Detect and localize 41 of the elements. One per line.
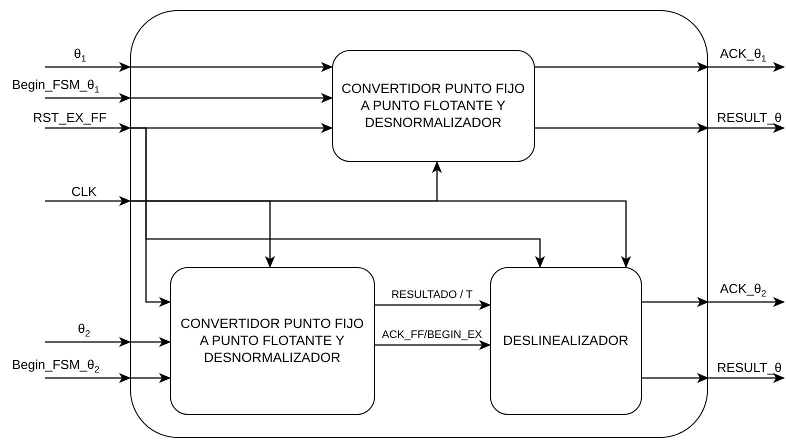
signal-arrow	[535, 123, 709, 133]
block-title: DESLINEALIZADOR	[502, 332, 630, 350]
signal-arrow	[708, 62, 785, 72]
signal-label: RESULTADO / T	[391, 288, 473, 303]
signal-arrow	[130, 62, 333, 72]
system-boundary	[130, 10, 708, 438]
signal-arrow	[45, 196, 131, 206]
signal-arrow	[45, 123, 131, 133]
signal-label: ACK_θ$_{1}$	[720, 46, 766, 66]
signal-arrow	[708, 373, 785, 383]
signal-label: RESULT_θ	[717, 360, 782, 375]
signal-arrow	[130, 200, 631, 268]
signal-arrow	[45, 337, 131, 347]
signal-label: RESULT_θ	[717, 110, 782, 125]
signal-label: θ$_{2}$	[78, 321, 90, 341]
signal-label: ACK_θ$_{2}$	[720, 281, 766, 301]
signal-arrow	[708, 297, 785, 307]
signal-arrow	[535, 62, 709, 72]
signal-arrow	[375, 340, 491, 350]
signal-arrow	[642, 297, 709, 307]
signal-arrow	[45, 373, 131, 383]
signal-arrow	[708, 123, 785, 133]
process-box	[332, 50, 535, 162]
signal-label: RST_EX_FF	[33, 110, 107, 125]
signal-label: Begin_FSM_θ$_{1}$	[12, 77, 100, 97]
signal-arrow	[375, 300, 491, 310]
signal-arrow	[45, 93, 131, 103]
signal-label: θ$_{1}$	[74, 46, 86, 66]
signal-label: CLK	[71, 184, 97, 199]
signal-arrow	[130, 373, 171, 383]
signal-arrow	[45, 62, 131, 72]
signal-label: ACK_FF/BEGIN_EX	[382, 328, 482, 343]
signal-arrow	[130, 127, 545, 268]
signal-arrow	[130, 93, 333, 103]
signal-arrow	[642, 373, 709, 383]
signal-arrow	[130, 337, 171, 347]
block-title: CONVERTIDOR PUNTO FIJO A PUNTO FLOTANTE Y DESNORMALIZADOR	[340, 80, 526, 132]
signal-label: Begin_FSM_θ$_{2}$	[12, 357, 100, 377]
block-title: CONVERTIDOR PUNTO FIJO A PUNTO FLOTANTE Y DESNORMALIZADOR	[180, 315, 365, 366]
process-box	[490, 266, 642, 415]
process-box	[170, 266, 375, 415]
